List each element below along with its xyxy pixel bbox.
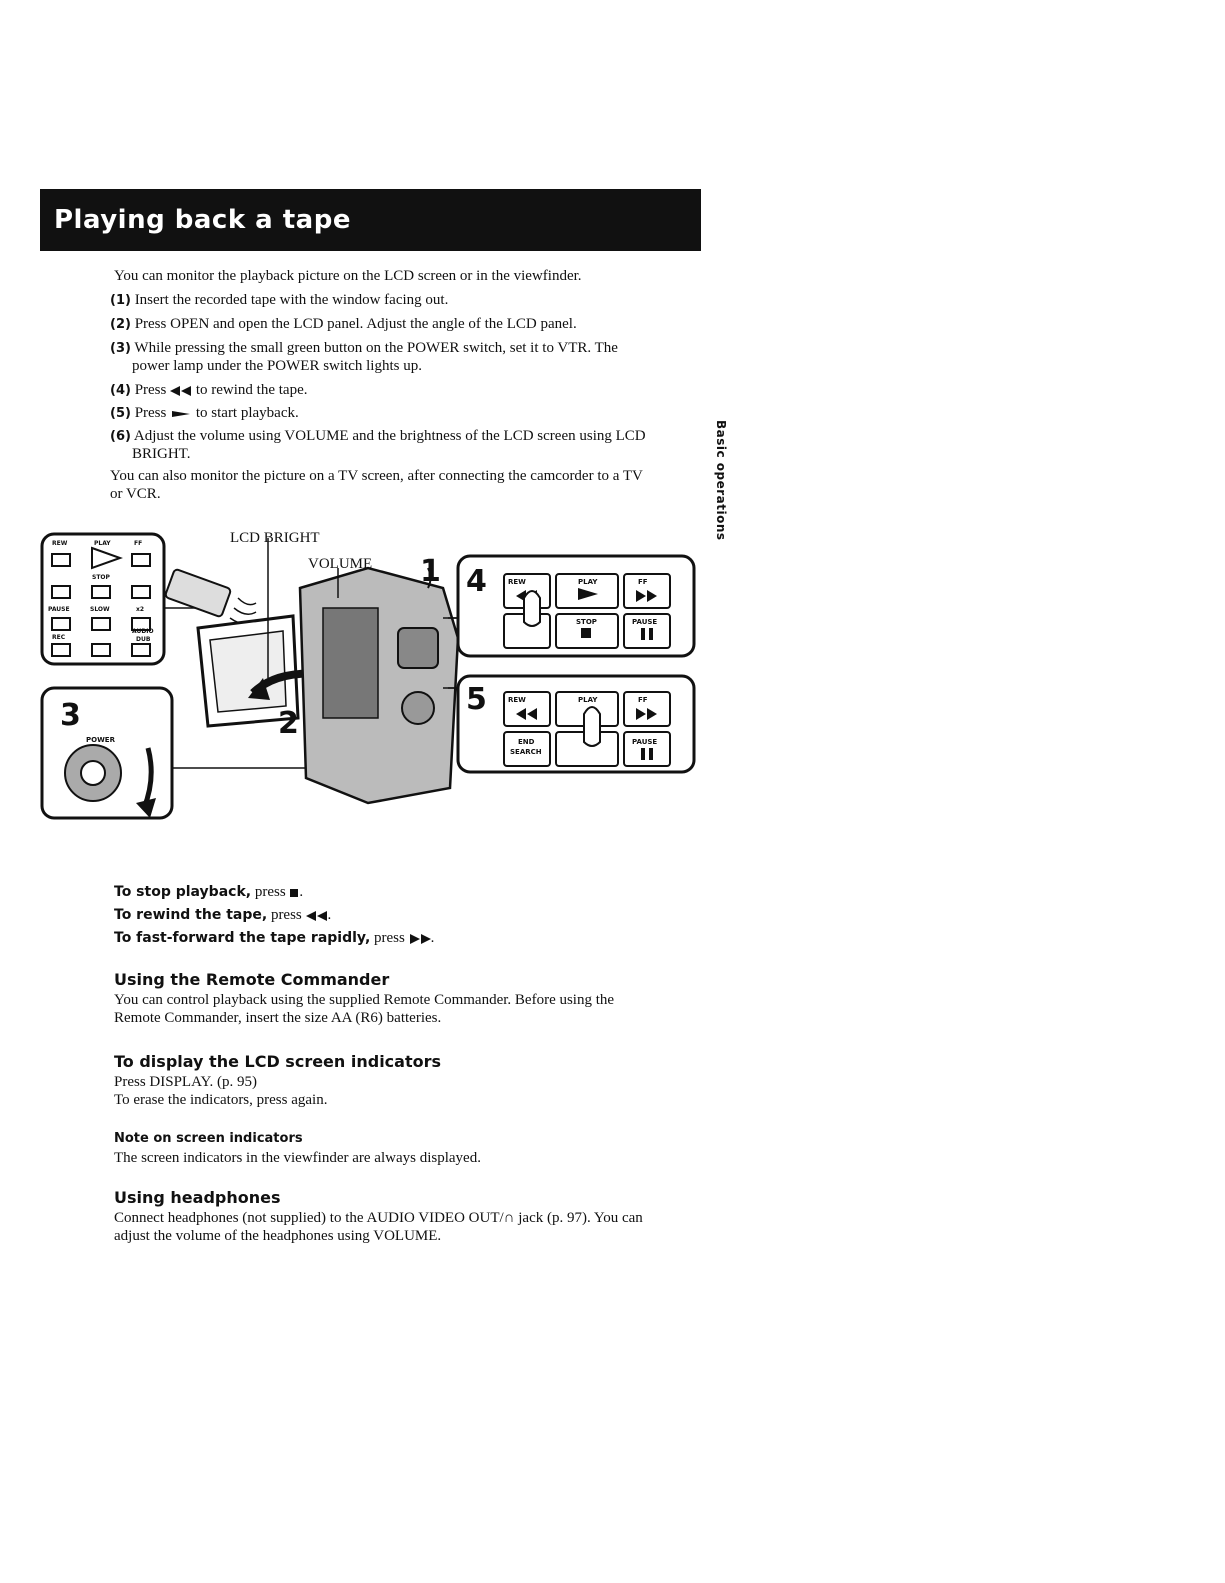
step-3-continued: power lamp under the POWER switch lights… xyxy=(132,358,422,374)
remote-pause-label: PAUSE xyxy=(48,606,70,613)
remote-rec-label: REC xyxy=(52,634,66,641)
ff-button-label: FF xyxy=(638,696,648,704)
note-text: The screen indicators in the viewfinder … xyxy=(114,1150,481,1166)
step-6-continued: BRIGHT. xyxy=(132,446,191,462)
callout-4: 4 xyxy=(466,564,487,599)
tv-note-line-1: You can also monitor the picture on a TV… xyxy=(110,468,643,484)
end-button-label: END xyxy=(518,738,535,746)
step-text: to start playback. xyxy=(195,405,299,421)
step-2: (2) Press OPEN and open the LCD panel. A… xyxy=(110,316,577,333)
play-button-label: PLAY xyxy=(578,696,598,704)
step-text: to rewind the tape. xyxy=(195,382,308,398)
play-icon xyxy=(172,410,191,417)
step-text: Adjust the volume using VOLUME and the b… xyxy=(133,428,646,444)
volume-label: VOLUME xyxy=(308,556,373,572)
step-number: (6) xyxy=(110,429,131,444)
lcd-bright-label: LCD BRIGHT xyxy=(230,530,320,546)
step-text: Press OPEN and open the LCD panel. Adjus… xyxy=(134,316,577,332)
remote-text-line-2: Remote Commander, insert the size AA (R6… xyxy=(114,1010,442,1026)
headphones-heading: Using headphones xyxy=(114,1188,281,1207)
lcd-indicators-heading: To display the LCD screen indicators xyxy=(114,1052,442,1071)
rew-button-label: REW xyxy=(508,696,526,704)
step-text: While pressing the small green button on… xyxy=(134,340,618,356)
step-1: (1) Insert the recorded tape with the wi… xyxy=(110,292,448,309)
search-button-label: SEARCH xyxy=(510,748,542,756)
callout-5: 5 xyxy=(466,682,487,717)
stop-button-label: STOP xyxy=(576,618,597,626)
quick-rewind-bold: To rewind the tape, xyxy=(114,907,268,923)
quick-rewind: To rewind the tape, press . xyxy=(114,907,332,923)
play-button-label: PLAY xyxy=(578,578,598,586)
remote-stop-label: STOP xyxy=(92,574,110,581)
rew-button-label: REW xyxy=(508,578,526,586)
quick-ff: To fast-forward the tape rapidly, press … xyxy=(114,930,435,946)
ff-button-label: FF xyxy=(638,578,648,586)
remote-ff-label: FF xyxy=(134,540,143,547)
quick-ff-rest: press xyxy=(374,930,405,946)
playback-illustration: LCD BRIGHT VOLUME 1 2 3 4 5 POWER REW PL… xyxy=(38,528,708,828)
pause-button-label: PAUSE xyxy=(632,618,658,626)
step-5: (5) Press to start playback. xyxy=(110,405,299,422)
quick-ff-bold: To fast-forward the tape rapidly, xyxy=(114,930,371,946)
rewind-icon xyxy=(170,385,192,396)
step-text: Press xyxy=(134,405,167,421)
step-6: (6) Adjust the volume using VOLUME and t… xyxy=(110,428,646,445)
remote-text-line-1: You can control playback using the suppl… xyxy=(114,992,615,1008)
step-number: (2) xyxy=(110,317,131,332)
callout-3: 3 xyxy=(60,698,81,733)
section-tab: Basic operations xyxy=(710,420,734,541)
note-heading: Note on screen indicators xyxy=(114,1131,303,1146)
section-tab-label: Basic operations xyxy=(714,420,728,541)
quick-stop-bold: To stop playback, xyxy=(114,884,252,900)
headphones-text-line-2: adjust the volume of the headphones usin… xyxy=(114,1228,442,1244)
step-number: (4) xyxy=(110,383,131,398)
title-bar: Playing back a tape xyxy=(40,189,701,251)
step-4: (4) Press to rewind the tape. xyxy=(110,382,308,399)
remote-rew-label: REW xyxy=(52,540,68,547)
callout-2: 2 xyxy=(278,706,299,741)
stop-icon xyxy=(290,888,299,897)
fast-forward-icon xyxy=(409,933,431,944)
page-title: Playing back a tape xyxy=(54,205,351,235)
callout-1: 1 xyxy=(420,554,441,589)
step-text: Insert the recorded tape with the window… xyxy=(134,292,449,308)
remote-audio-label: AUDIO xyxy=(132,628,154,635)
quick-stop: To stop playback, press . xyxy=(114,884,304,900)
lcd-text-line-1: Press DISPLAY. (p. 95) xyxy=(114,1074,257,1090)
tv-note-line-2: or VCR. xyxy=(110,486,161,502)
illustration-art xyxy=(40,532,696,820)
remote-x2-label: x2 xyxy=(136,606,145,613)
step-text: Press xyxy=(134,382,167,398)
intro-text: You can monitor the playback picture on … xyxy=(114,268,582,284)
quick-stop-rest: press xyxy=(254,884,286,900)
step-number: (3) xyxy=(110,341,131,356)
quick-rewind-rest: press xyxy=(270,907,302,923)
rewind-icon xyxy=(305,910,327,921)
pause-button-label: PAUSE xyxy=(632,738,658,746)
remote-play-label: PLAY xyxy=(94,540,111,547)
lcd-text-line-2: To erase the indicators, press again. xyxy=(114,1092,328,1108)
remote-heading: Using the Remote Commander xyxy=(114,970,390,989)
remote-slow-label: SLOW xyxy=(90,606,110,613)
power-switch-label: POWER xyxy=(86,736,115,744)
step-number: (5) xyxy=(110,406,131,421)
remote-dub-label: DUB xyxy=(136,636,151,643)
headphones-text-line-1: Connect headphones (not supplied) to the… xyxy=(114,1210,643,1226)
step-3: (3) While pressing the small green butto… xyxy=(110,340,618,357)
step-number: (1) xyxy=(110,293,131,308)
